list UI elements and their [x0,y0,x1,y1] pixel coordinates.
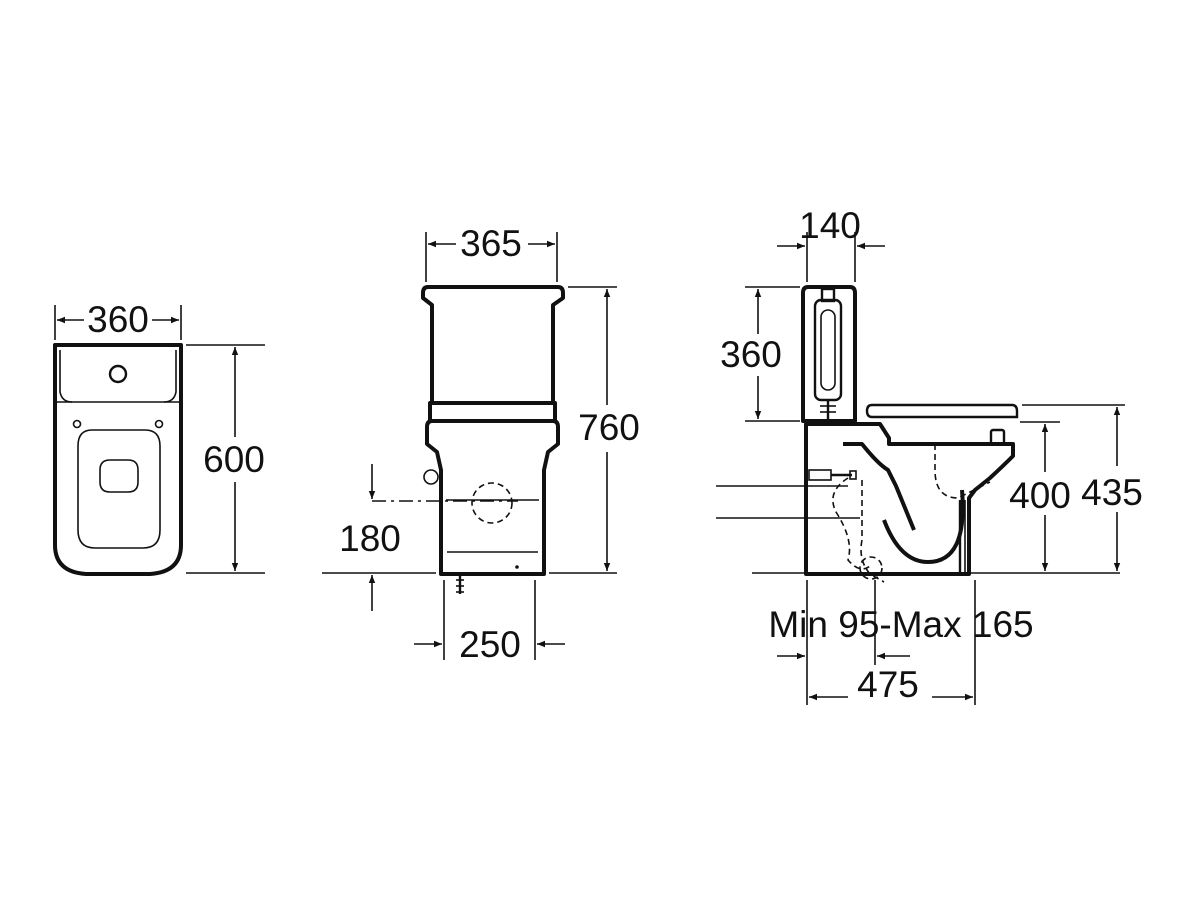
top-depth-label: 600 [203,439,265,480]
total-depth-dimension: 475 [806,580,976,705]
side-view: 140 360 400 435 Min 95-Max 165 [716,205,1143,705]
outlet-height-label: 180 [339,518,401,559]
bowl-front [423,419,560,594]
front-width-label: 365 [460,223,522,264]
outlet-height-dimension: 180 [322,464,436,611]
front-height-dimension: 760 [549,286,640,574]
supply-lines [716,485,1120,574]
cistern-side [801,285,857,423]
bowl-height-label: 400 [1009,475,1071,516]
base-width-label: 250 [459,624,521,665]
top-view: 360 600 [53,299,265,576]
cistern-depth-label: 140 [799,205,861,246]
cistern-front [421,285,565,423]
cistern-height-dimension: 360 [720,286,800,422]
top-width-label: 360 [87,299,149,340]
outlet-range-label: Min 95-Max 165 [768,604,1033,645]
cistern-height-label: 360 [720,334,782,375]
top-view-outline [53,343,183,576]
total-depth-label: 475 [857,664,919,705]
outlet-range-dimension: Min 95-Max 165 [768,580,1034,665]
front-width-dimension: 365 [425,223,558,282]
base-width-dimension: 250 [414,580,565,665]
top-width-dimension: 360 [54,299,182,340]
seat-height-dimension: 435 [1022,404,1143,571]
top-depth-dimension: 600 [186,344,265,574]
bowl-side [804,422,1015,583]
front-height-label: 760 [578,407,640,448]
cistern-depth-dimension: 140 [777,205,885,282]
bowl-height-dimension: 400 [1009,421,1071,571]
front-view: 365 760 180 250 [322,223,640,665]
seat-height-label: 435 [1081,472,1143,513]
